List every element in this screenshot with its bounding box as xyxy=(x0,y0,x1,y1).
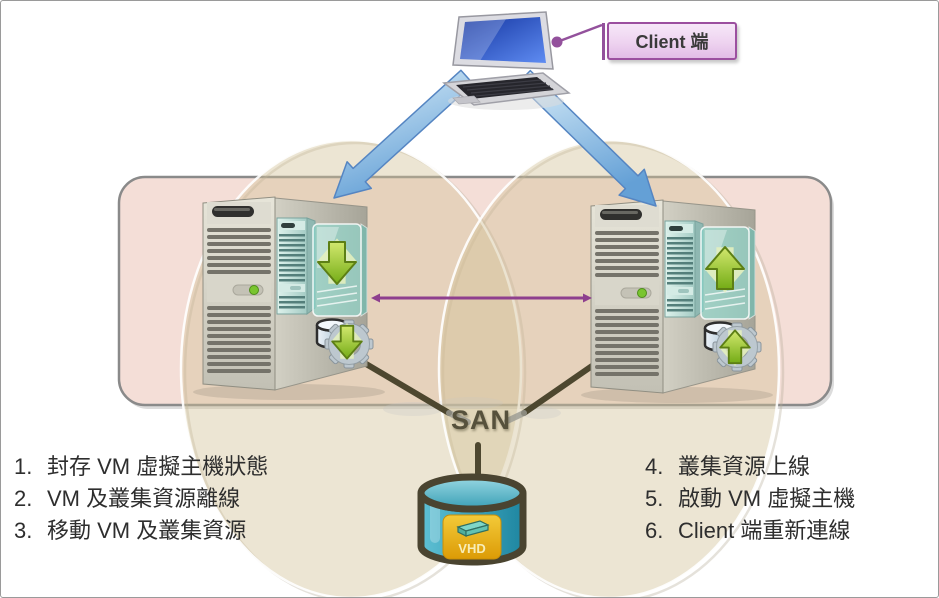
step-item: 5. 啟動 VM 虛擬主機 xyxy=(645,483,855,515)
smoke-decoration xyxy=(383,397,561,419)
step-item: 4. 叢集資源上線 xyxy=(645,451,855,483)
san-label: SAN xyxy=(450,405,511,435)
disk-icon xyxy=(456,520,490,537)
step-number: 5. xyxy=(645,486,664,511)
step-text: VM 及叢集資源離線 xyxy=(47,486,241,511)
step-text: 移動 VM 及叢集資源 xyxy=(47,518,247,543)
step-text: 封存 VM 虛擬主機狀態 xyxy=(47,454,269,479)
callout-connector xyxy=(551,23,605,60)
step-item: 3. 移動 VM 及叢集資源 xyxy=(14,515,268,547)
vhd-label: VHD xyxy=(458,541,485,556)
san-link-left xyxy=(353,355,471,425)
san-storage-icon: VHD xyxy=(417,473,527,566)
vhd-badge: VHD xyxy=(442,514,502,560)
client-callout-label: Client 端 xyxy=(635,32,709,52)
step-number: 6. xyxy=(645,518,664,543)
node-scope-ellipse-left-shadow xyxy=(183,141,527,597)
step-item: 1. 封存 VM 虛擬主機狀態 xyxy=(14,451,268,483)
step-item: 6. Client 端重新連線 xyxy=(645,515,855,547)
step-item: 2. VM 及叢集資源離線 xyxy=(14,483,268,515)
laptop-icon xyxy=(441,11,571,110)
step-number: 2. xyxy=(14,486,33,511)
cluster-link-arrow xyxy=(371,293,592,303)
step-text: Client 端重新連線 xyxy=(678,518,851,543)
client-callout: Client 端 xyxy=(607,22,737,60)
step-text: 叢集資源上線 xyxy=(678,454,811,479)
step-number: 4. xyxy=(645,454,664,479)
steps-list-left: 1. 封存 VM 虛擬主機狀態 2. VM 及叢集資源離線 3. 移動 VM 及… xyxy=(14,451,268,547)
step-number: 3. xyxy=(14,518,33,543)
step-number: 1. xyxy=(14,454,33,479)
steps-list-right: 4. 叢集資源上線 5. 啟動 VM 虛擬主機 6. Client 端重新連線 xyxy=(645,451,855,547)
node-scope-ellipse-right-shadow xyxy=(441,141,785,597)
step-text: 啟動 VM 虛擬主機 xyxy=(678,486,856,511)
